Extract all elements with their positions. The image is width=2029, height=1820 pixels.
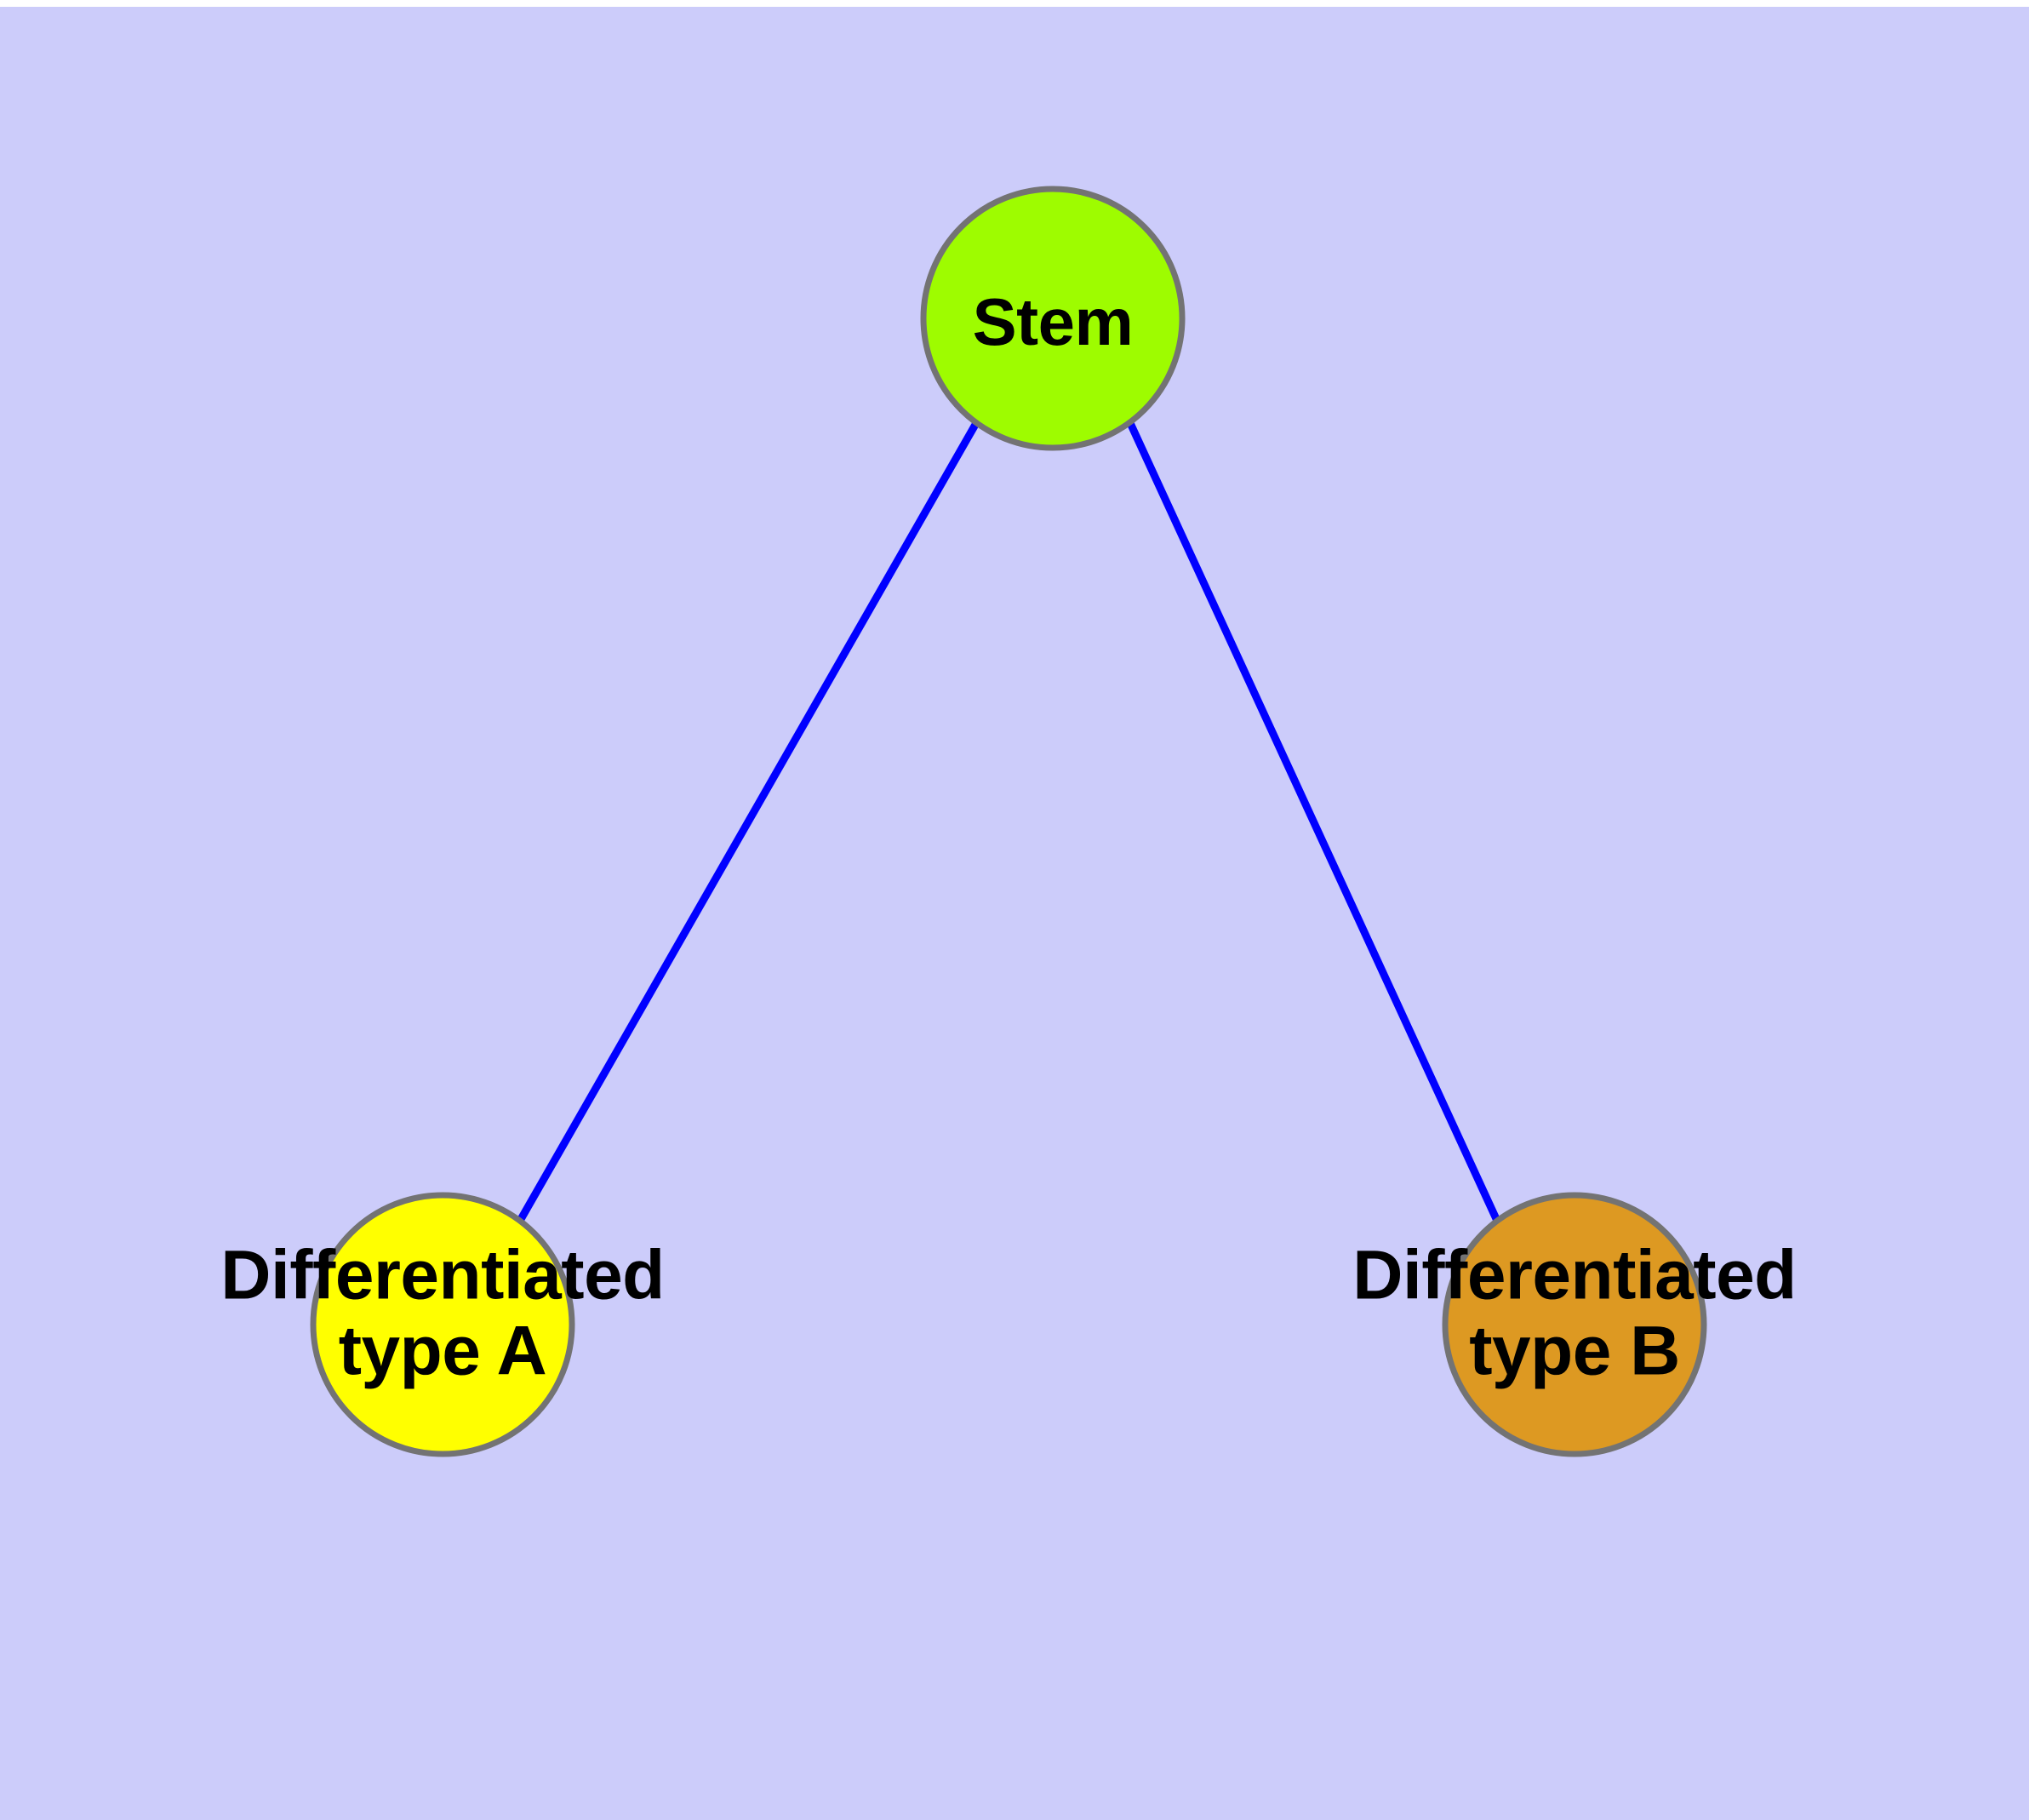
node-stem[interactable] bbox=[920, 186, 1186, 451]
edge-layer bbox=[517, 421, 1501, 1223]
node-diff-a[interactable] bbox=[310, 1192, 575, 1457]
node-layer bbox=[310, 186, 1707, 1457]
edge-stem-to-diff-b bbox=[1126, 421, 1501, 1222]
edge-stem-to-diff-a bbox=[517, 421, 980, 1223]
node-diff-b[interactable] bbox=[1442, 1192, 1707, 1457]
